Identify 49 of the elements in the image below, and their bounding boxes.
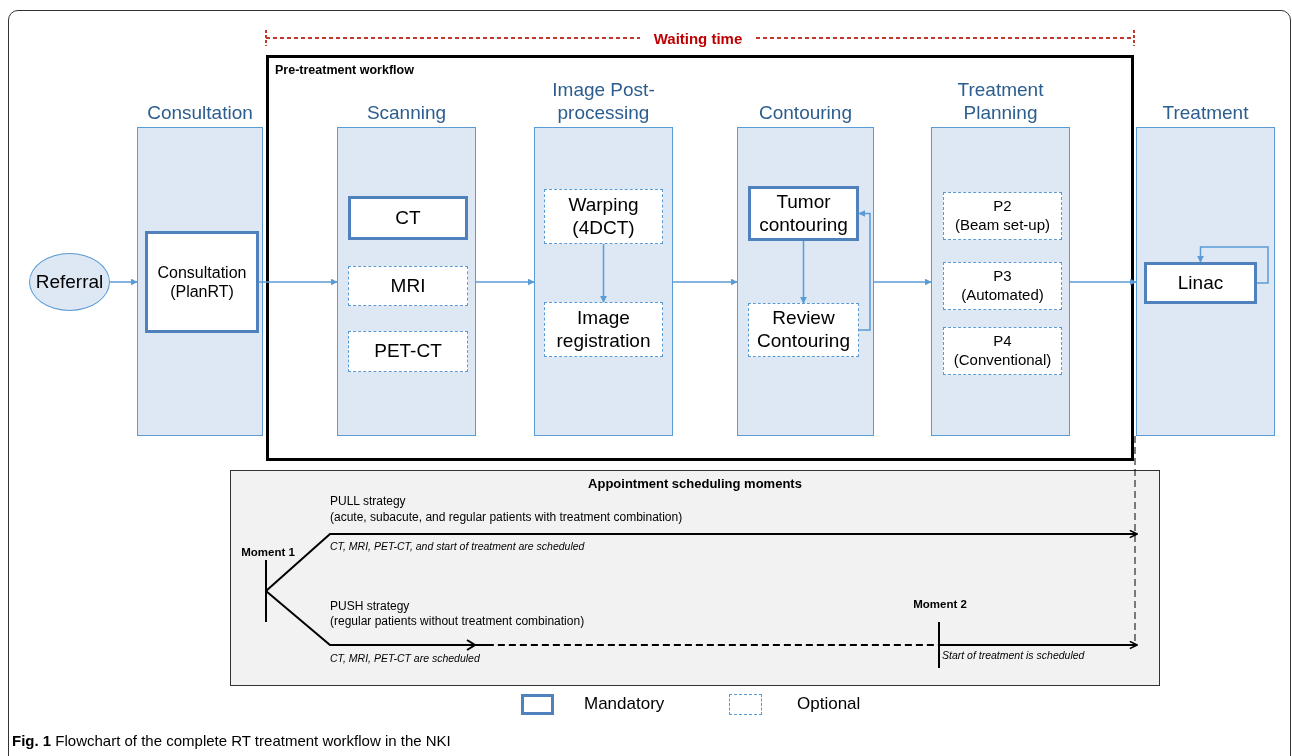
moment-label: Moment 2 — [912, 598, 968, 610]
note-text: Start of treatment is scheduled — [942, 649, 1085, 661]
workflow-frame — [266, 55, 1134, 461]
mandatory-step-box: Tumor contouring — [748, 186, 859, 241]
frame-title: Pre-treatment workflow — [275, 63, 414, 77]
arrow — [265, 529, 1138, 592]
panel-title: Appointment scheduling moments — [587, 476, 803, 491]
strategy-description: (regular patients without treatment combination) — [330, 614, 585, 628]
start-ellipse: Referral — [29, 253, 110, 311]
strategy-text: PULL strategy — [330, 494, 406, 508]
arrow — [475, 278, 535, 286]
legend-label: Mandatory — [584, 694, 665, 714]
arrow — [109, 278, 138, 286]
strategy-description: (acute, subacute, and regular patients with treatment combination) — [330, 510, 683, 524]
figure-caption: Fig. 1 Flowchart of the complete RT treatment workflow in the NKI — [12, 732, 451, 749]
optional-step-box: MRI — [348, 266, 468, 306]
optional-step-box: P2 (Beam set-up) — [943, 192, 1062, 240]
optional-step-box: PET-CT — [348, 331, 468, 372]
strategy-text: PUSH strategy — [330, 599, 410, 613]
optional-step-box: P3 (Automated) — [943, 262, 1062, 310]
arrow — [1197, 246, 1269, 284]
arrow — [858, 210, 871, 331]
mandatory-step-box: Linac — [1144, 262, 1257, 304]
arrow — [672, 278, 738, 286]
dimension-label: Waiting time — [640, 30, 756, 47]
arrow — [873, 278, 932, 286]
moment-label: Moment 1 — [240, 546, 296, 558]
optional-step-box: Warping (4DCT) — [544, 189, 663, 244]
arrow — [258, 278, 338, 286]
column-heading: Treatment — [1161, 101, 1250, 125]
scheduling-panel — [230, 470, 1160, 686]
column-heading: Contouring — [758, 101, 853, 125]
arrow — [265, 590, 940, 651]
legend-label: Optional — [797, 694, 861, 714]
optional-step-box: Image registration — [544, 302, 663, 357]
arrow — [800, 240, 807, 304]
edge-label: CT, MRI, PET-CT are scheduled — [330, 652, 480, 664]
arrow — [600, 243, 607, 303]
mandatory-step-box: Consultation (PlanRT) — [145, 231, 259, 333]
column-heading: Image Post-processing — [551, 78, 656, 125]
note-text: CT, MRI, PET-CT, and start of treatment are scheduled — [330, 540, 585, 552]
arrow — [938, 640, 1138, 650]
optional-step-box: P4 (Conventional) — [943, 327, 1062, 375]
mandatory-step-box: CT — [348, 196, 468, 240]
column-heading: Scanning — [365, 101, 448, 125]
optional-step-box: Review Contouring — [748, 303, 859, 357]
column-heading: Consultation — [146, 101, 254, 125]
column-heading: Treatment Planning — [956, 78, 1045, 125]
arrow — [1069, 278, 1137, 286]
